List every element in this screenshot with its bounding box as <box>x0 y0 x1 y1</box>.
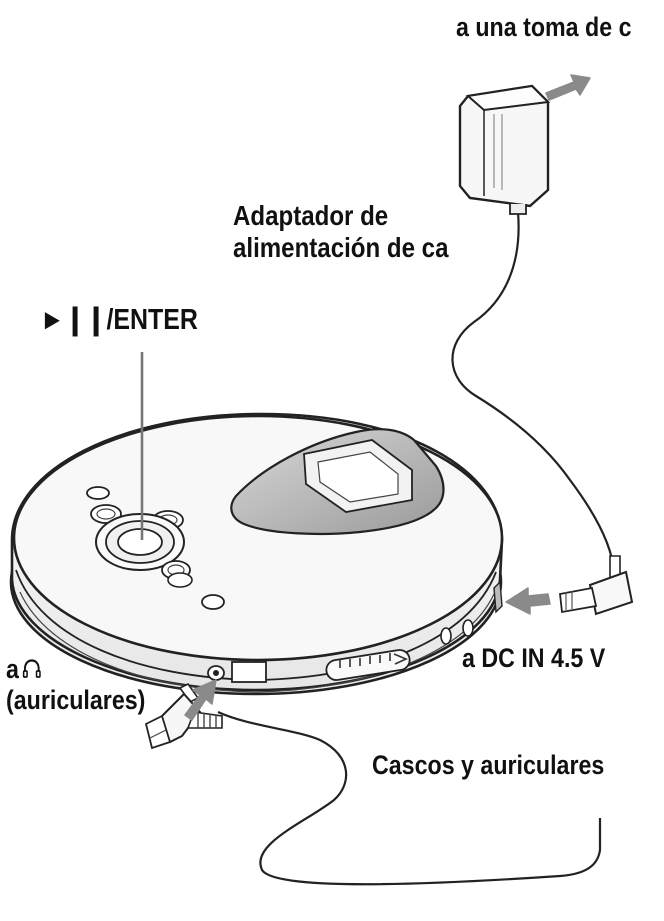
headphone-jack-arrow-icon <box>184 679 217 721</box>
headphones-cable-label: Cascos y auriculares <box>372 750 605 780</box>
ac-adapter <box>458 84 551 215</box>
dc-in-label: a DC IN 4.5 V <box>462 643 606 673</box>
adapter-cable <box>451 211 618 586</box>
dc-plug <box>559 555 634 616</box>
outlet-arrow-icon <box>545 74 591 101</box>
headphone-cable <box>217 711 602 886</box>
headphone-jack-label: a (auriculares) <box>6 654 145 716</box>
adapter-label-line2: alimentación de ca <box>233 232 449 264</box>
headphone-jack-prefix: a <box>6 654 19 684</box>
outlet-label: a una toma de c <box>456 12 632 42</box>
adapter-label-line1: Adaptador de <box>233 200 389 231</box>
headphone-plug <box>144 682 223 750</box>
cd-player <box>9 412 504 696</box>
play-pause-enter-label: ►❙❙/ENTER <box>40 304 198 336</box>
headphone-jack-label-line2: (auriculares) <box>6 685 146 716</box>
headphone-jack-label-line1: a <box>6 654 145 685</box>
headphones-icon <box>22 659 41 678</box>
adapter-label: Adaptador de alimentación de ca <box>233 200 448 264</box>
dc-in-arrow-icon <box>505 587 551 615</box>
